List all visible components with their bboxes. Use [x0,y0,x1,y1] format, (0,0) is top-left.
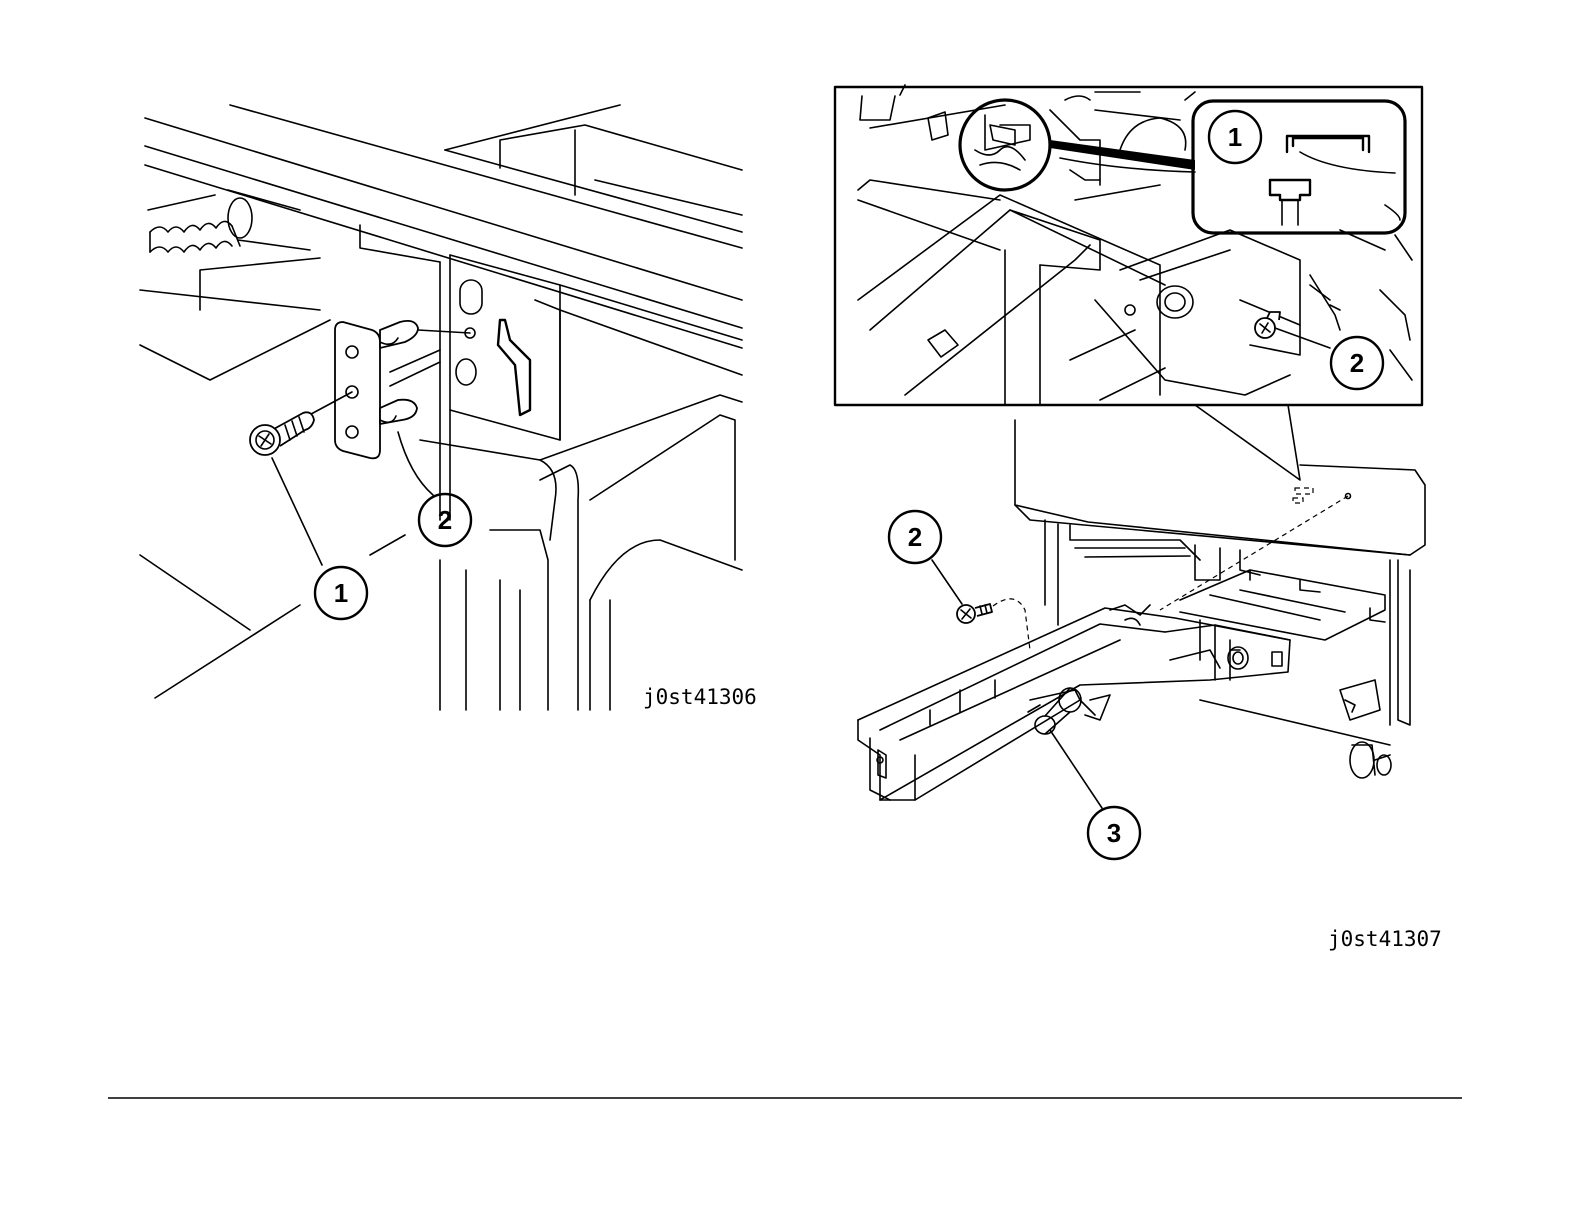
alignment-line [390,350,440,386]
figure-left-bracket-removal: 1 2 j0st41306 [140,105,757,710]
figure-id-label: j0st41306 [643,685,757,709]
leader-1 [272,458,322,565]
door-edge [590,415,735,560]
figure-id-label: j0st41307 [1328,927,1442,951]
floor-line [155,605,300,698]
screw-part-lower [957,599,1030,650]
spring [150,241,232,252]
svg-text:1: 1 [334,578,348,608]
body-panel [140,290,330,380]
bracket-part [335,321,418,458]
svg-text:2: 2 [1350,348,1364,378]
door-edge [540,395,742,460]
callout-3: 3 [1088,807,1140,859]
side-plate [560,285,742,375]
callout-1: 1 [315,567,367,619]
door-edge [590,540,742,600]
svg-text:1: 1 [1228,122,1242,152]
latch-frame [535,300,560,440]
door-edge [590,600,610,710]
leader-3 [1050,730,1102,808]
leader-2-lower [932,560,962,604]
compartment-edge [445,150,742,232]
alignment-line [418,330,470,333]
plate-hole [456,359,476,385]
inset-pointer [1195,405,1300,480]
door-edge [540,465,578,710]
connector-detail-callout: 1 [1193,101,1405,233]
frame-rail [145,118,742,300]
frame-rail [230,105,742,248]
floor-line [370,535,405,555]
body-panel [200,258,320,310]
figure-right-feeder-removal: 1 2 [835,85,1442,951]
callout-2-lower: 2 [889,511,941,563]
inset-detail [858,85,1412,405]
floor-line [140,555,250,630]
shaft-collar [228,198,252,238]
plate-slot [460,280,482,314]
machine-cabinet [1015,420,1425,778]
side-plate [440,255,450,520]
feeder-assembly [858,605,1290,800]
door-edge [490,530,548,710]
spring [150,221,232,232]
svg-text:2: 2 [908,522,922,552]
compartment-edge [500,125,742,170]
cabinet-line [440,560,520,710]
callout-2-inset: 2 [1331,337,1383,389]
roller [228,190,310,250]
svg-text:3: 3 [1107,818,1121,848]
inset-screw [1255,312,1280,338]
callout-2: 2 [419,494,471,546]
screw-part [250,412,314,455]
side-plate [450,255,560,440]
latch-hook [498,320,530,415]
shaft [148,195,215,210]
svg-text:2: 2 [438,505,452,535]
